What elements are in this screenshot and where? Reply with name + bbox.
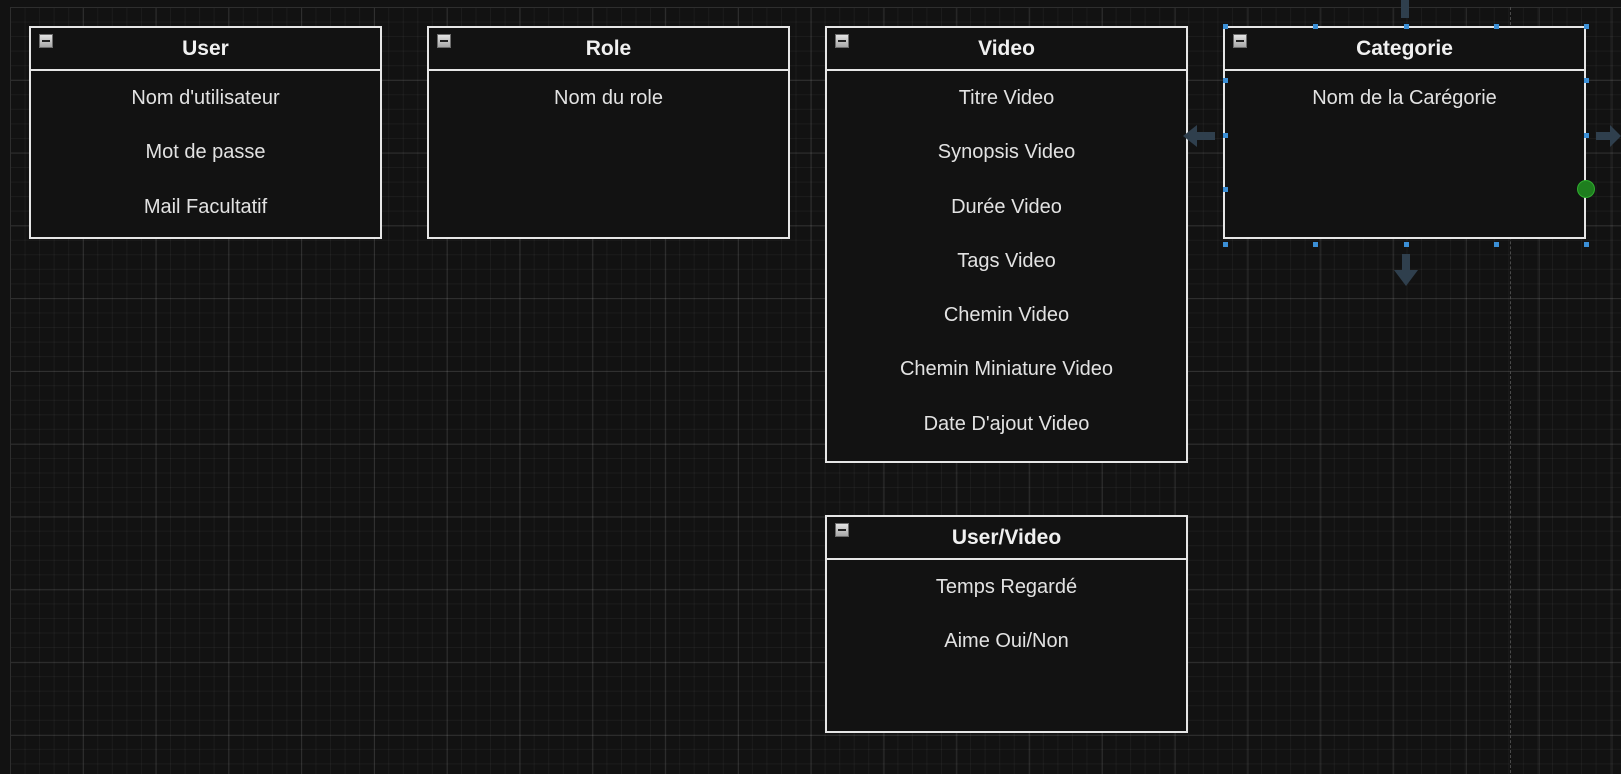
entity-header[interactable]: User <box>31 28 380 71</box>
resize-handle[interactable] <box>1404 24 1409 29</box>
entity-header[interactable]: Role <box>429 28 788 71</box>
entity-fields: Nom de la Carégorie <box>1225 71 1584 237</box>
arrow-up-icon[interactable] <box>1394 0 1416 18</box>
resize-handle[interactable] <box>1223 242 1228 247</box>
entity-user-video[interactable]: User/Video Temps Regardé Aime Oui/Non <box>825 515 1188 733</box>
resize-handle[interactable] <box>1313 24 1318 29</box>
resize-handle[interactable] <box>1404 242 1409 247</box>
resize-handle[interactable] <box>1494 242 1499 247</box>
entity-header[interactable]: Categorie <box>1225 28 1584 71</box>
entity-user[interactable]: User Nom d'utilisateur Mot de passe Mail… <box>29 26 382 239</box>
connection-point-icon[interactable] <box>1577 180 1595 198</box>
resize-handle[interactable] <box>1584 78 1589 83</box>
collapse-icon[interactable] <box>1233 34 1247 48</box>
entity-fields: Temps Regardé Aime Oui/Non <box>827 560 1186 731</box>
entity-title: User <box>182 36 229 60</box>
page-guide-line <box>1510 7 1511 773</box>
entity-fields: Titre Video Synopsis Video Durée Video T… <box>827 71 1186 466</box>
entity-title: User/Video <box>951 525 1062 549</box>
entity-field[interactable]: Mail Facultatif <box>143 195 268 218</box>
entity-fields: Nom d'utilisateur Mot de passe Mail Facu… <box>31 71 380 249</box>
entity-header[interactable]: Video <box>827 28 1186 71</box>
collapse-icon[interactable] <box>835 34 849 48</box>
resize-handle[interactable] <box>1494 24 1499 29</box>
entity-field[interactable]: Chemin Miniature Video <box>899 358 1114 381</box>
resize-handle[interactable] <box>1584 24 1589 29</box>
resize-handle[interactable] <box>1584 133 1589 138</box>
resize-handle[interactable] <box>1584 242 1589 247</box>
entity-title: Video <box>978 36 1035 60</box>
resize-handle[interactable] <box>1223 133 1228 138</box>
entity-field[interactable]: Mot de passe <box>145 141 266 164</box>
collapse-icon[interactable] <box>835 523 849 537</box>
resize-handle[interactable] <box>1223 187 1228 192</box>
entity-categorie[interactable]: Categorie Nom de la Carégorie <box>1223 26 1586 239</box>
resize-handle[interactable] <box>1223 24 1228 29</box>
arrow-left-icon[interactable] <box>1183 125 1215 147</box>
entity-fields: Nom du role <box>429 71 788 237</box>
collapse-icon[interactable] <box>39 34 53 48</box>
resize-handle[interactable] <box>1313 242 1318 247</box>
entity-field[interactable]: Tags Video <box>957 249 1056 272</box>
entity-field[interactable]: Synopsis Video <box>937 141 1076 164</box>
entity-field[interactable]: Titre Video <box>958 87 1055 109</box>
entity-field[interactable]: Chemin Video <box>943 304 1070 327</box>
entity-role[interactable]: Role Nom du role <box>427 26 790 239</box>
entity-field[interactable]: Nom d'utilisateur <box>131 87 280 109</box>
entity-header[interactable]: User/Video <box>827 517 1186 560</box>
arrow-down-icon[interactable] <box>1394 254 1418 286</box>
entity-field[interactable]: Durée Video <box>951 195 1062 218</box>
entity-field[interactable]: Date D'ajout Video <box>923 412 1090 435</box>
entity-field[interactable]: Aime Oui/Non <box>944 630 1069 653</box>
entity-field[interactable]: Nom de la Carégorie <box>1312 87 1497 109</box>
entity-title: Categorie <box>1356 36 1453 60</box>
collapse-icon[interactable] <box>437 34 451 48</box>
entity-title: Role <box>585 36 632 60</box>
entity-field[interactable]: Nom du role <box>554 87 663 109</box>
resize-handle[interactable] <box>1223 78 1228 83</box>
arrow-right-icon[interactable] <box>1596 125 1621 147</box>
entity-video[interactable]: Video Titre Video Synopsis Video Durée V… <box>825 26 1188 463</box>
entity-field[interactable]: Temps Regardé <box>935 576 1078 598</box>
